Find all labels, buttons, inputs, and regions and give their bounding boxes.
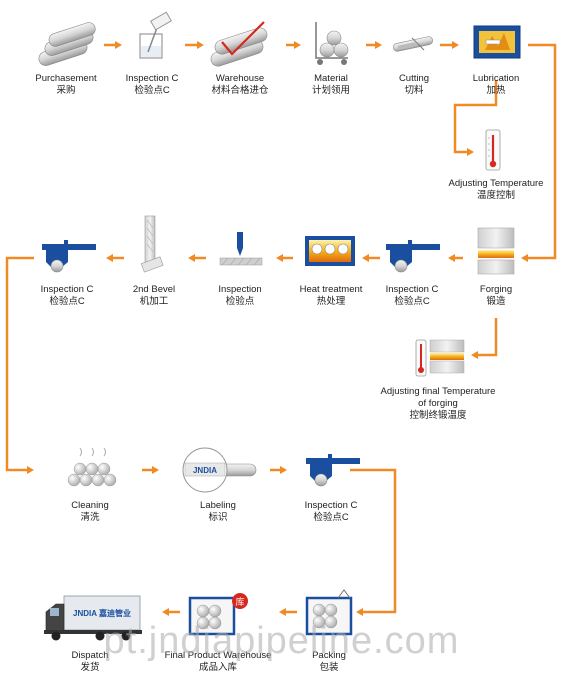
cleaning-balls-icon <box>67 447 117 487</box>
step-label-en: Purchasement <box>35 73 97 84</box>
step-label-cn: 检验点C <box>134 85 170 96</box>
step-label-en-1: Adjusting final Temperature <box>380 386 496 397</box>
step-forging: Forging 锻造 <box>480 284 512 308</box>
step-label-en: Lubrication <box>472 73 520 84</box>
step-inspection-3: Inspection 检验点 <box>218 284 261 308</box>
step-inspection-2: Inspection C 检验点C <box>386 284 439 308</box>
step-label-en: Inspection C <box>125 73 179 84</box>
step-material: Material 计划领用 <box>312 73 350 97</box>
step-label-en: Forging <box>479 284 513 295</box>
flow-arrows <box>5 43 557 614</box>
step-label-cn: 计划领用 <box>311 85 351 96</box>
step-label-cn: 检验点C <box>313 512 349 523</box>
step-label-cn: 采购 <box>56 85 76 96</box>
caliper-gauge-icon <box>386 240 440 273</box>
step-label-en: Adjusting Temperature <box>448 178 544 189</box>
step-label-en: Inspection C <box>40 284 94 295</box>
warehouse-tag-text: 库 <box>235 596 244 608</box>
step-label-cn: 切料 <box>404 85 424 96</box>
step-label-cn: 材料合格进仓 <box>211 85 269 96</box>
truck-brand-text: JNDIA 嘉迪管业 <box>73 608 131 618</box>
connector-adjust <box>453 80 498 154</box>
warehouse-tag-badge <box>232 593 248 609</box>
caliper-gauge-icon-2 <box>42 240 96 273</box>
step-labeling: Labeling 标识 <box>200 500 236 524</box>
step-cutting: Cutting 切料 <box>399 73 429 97</box>
step-label-en-2: of forging <box>418 398 458 409</box>
step-label-cn: 成品入库 <box>198 662 237 673</box>
lab-beaker-icon <box>139 11 172 59</box>
step-adjusting-temperature: Adjusting Temperature 温度控制 <box>449 178 544 202</box>
step-lubrication: Lubrication 加热 <box>473 73 519 97</box>
step-label-cn: 控制终锻温度 <box>409 410 467 421</box>
step-label-cn: 温度控制 <box>476 190 516 201</box>
step-label-cn: 清洗 <box>80 512 100 523</box>
step-label-cn: 热处理 <box>316 296 346 307</box>
packing-box-icon <box>305 589 353 636</box>
step-label-en: Heat treatment <box>299 284 363 295</box>
connector-final <box>475 318 498 357</box>
cutting-tool-icon <box>393 36 433 52</box>
arrow-heads <box>27 41 528 616</box>
step-label-cn: 包装 <box>319 662 339 673</box>
step-inspection-5: Inspection C 检验点C <box>305 500 358 524</box>
step-label-cn: 机加工 <box>139 296 169 307</box>
step-label-en: Material <box>314 73 348 84</box>
step-inspection-4: Inspection C 检验点C <box>41 284 94 308</box>
connector-left <box>5 256 34 472</box>
heat-treatment-oven-icon <box>305 236 355 266</box>
thermometer-icon <box>485 129 501 171</box>
step-label-cn: 检验点C <box>394 296 430 307</box>
step-label-en: Inspection C <box>304 500 358 511</box>
step-label-en: Inspection <box>218 284 262 295</box>
step-label-en: Cleaning <box>71 500 109 511</box>
step-final-warehouse: Final Product Warehouse 成品入库 <box>165 650 272 674</box>
connector-right-1 <box>527 43 557 260</box>
step-warehouse: Warehouse 材料合格进仓 <box>211 73 268 97</box>
labeling-pipe-icon: JNDIA <box>182 447 257 493</box>
step-cleaning: Cleaning 清洗 <box>71 500 109 524</box>
step-label-cn: 锻造 <box>486 296 506 307</box>
final-temperature-icon <box>415 339 465 377</box>
step-adjusting-final-temperature: Adjusting final Temperature of forging 控… <box>381 386 496 422</box>
delivery-truck-icon: JNDIA 嘉迪管业 <box>44 595 142 641</box>
forging-die-icon <box>477 227 515 275</box>
connector-right-2 <box>350 468 397 614</box>
step-label-en: Cutting <box>398 73 430 84</box>
step-label-en: Dispatch <box>71 650 109 661</box>
bevel-machine-icon <box>140 215 164 273</box>
step-dispatch: Dispatch 发货 <box>72 650 109 674</box>
caliper-gauge-icon-3 <box>306 454 360 487</box>
final-warehouse-icon: 库 <box>188 593 248 636</box>
step-label-cn: 加热 <box>486 85 506 96</box>
step-purchasement: Purchasement 采购 <box>35 73 96 97</box>
step-label-cn: 检验点C <box>49 296 85 307</box>
label-brand-text: JNDIA <box>193 466 217 475</box>
pipes-bundle-icon <box>38 22 96 66</box>
step-inspection-1: Inspection C 检验点C <box>126 73 179 97</box>
lubrication-furnace-icon <box>473 25 521 59</box>
step-label-cn: 发货 <box>80 662 100 673</box>
step-label-en: Inspection C <box>385 284 439 295</box>
step-label-en: Packing <box>312 650 346 661</box>
step-label-en: Labeling <box>200 500 236 511</box>
material-cart-icon <box>315 22 349 65</box>
step-label-cn: 标识 <box>208 512 228 523</box>
inspection-probe-icon <box>219 232 263 266</box>
step-label-en: Warehouse <box>215 73 265 84</box>
step-label-en: Final Product Warehouse <box>164 650 272 661</box>
step-packing: Packing 包装 <box>312 650 346 674</box>
step-label-en: 2nd Bevel <box>132 284 176 295</box>
step-label-cn: 检验点 <box>225 296 255 307</box>
step-heat-treatment: Heat treatment 热处理 <box>300 284 363 308</box>
step-2nd-bevel: 2nd Bevel 机加工 <box>133 284 175 308</box>
warehouse-pipes-check-icon <box>210 21 268 67</box>
